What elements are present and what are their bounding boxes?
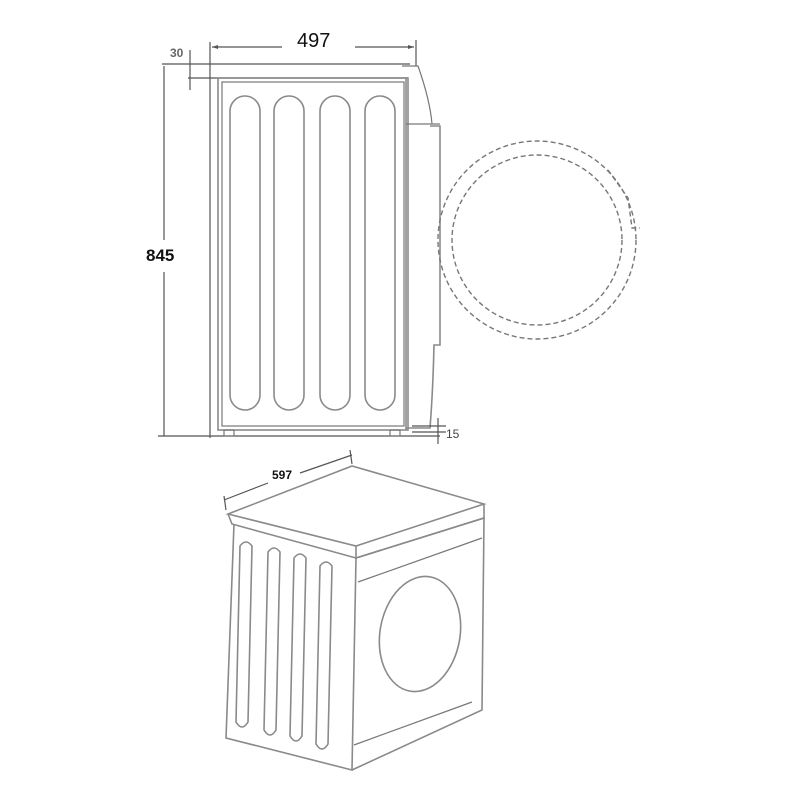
height-dimension-label: 845 bbox=[146, 246, 175, 265]
top-offset-dimension-label: 30 bbox=[170, 46, 184, 60]
depth-dimension-label: 497 bbox=[297, 30, 331, 52]
feet-dimension-label: 15 bbox=[446, 427, 460, 441]
width-dimension-label: 597 bbox=[272, 468, 293, 482]
